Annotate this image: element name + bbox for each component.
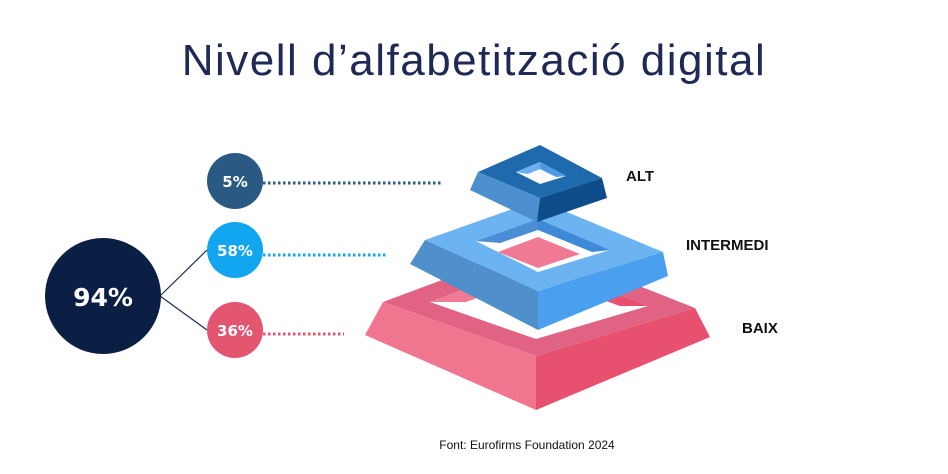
pyramid-layer-alt bbox=[470, 145, 607, 222]
total-circle bbox=[45, 238, 161, 354]
circle-intermedi bbox=[207, 222, 263, 278]
circle-alt bbox=[207, 153, 263, 209]
level-label-baix: BAIX bbox=[742, 320, 778, 337]
percent-alt: 5% bbox=[222, 173, 247, 191]
percent-baix: 36% bbox=[217, 322, 253, 340]
level-label-intermedi: INTERMEDI bbox=[686, 237, 769, 254]
circle-baix bbox=[207, 302, 263, 358]
level-label-alt: ALT bbox=[626, 168, 654, 185]
percent-intermedi: 58% bbox=[217, 242, 253, 260]
source-note: Font: Eurofirms Foundation 2024 bbox=[439, 438, 615, 452]
page-title: Nivell d’alfabetització digital bbox=[181, 36, 767, 85]
total-value: 94% bbox=[73, 283, 133, 312]
pyramid-layer-intermedi bbox=[410, 200, 668, 330]
connector-lines bbox=[159, 249, 208, 331]
